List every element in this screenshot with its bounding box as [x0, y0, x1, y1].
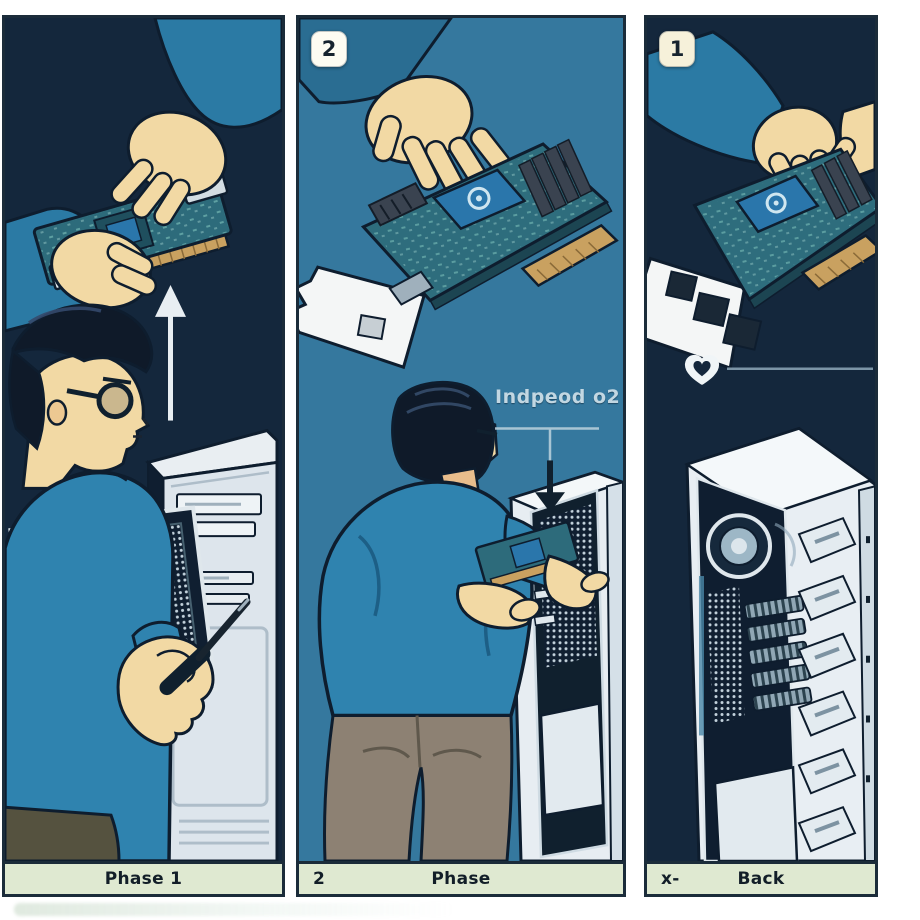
glasses-icon [66, 382, 134, 420]
upper-hand [364, 75, 511, 195]
illustration-install-card-phase-1 [5, 18, 282, 861]
gold-edge-connector [520, 223, 619, 288]
callout-lines [495, 427, 599, 463]
caption-bar-phase-2: 2 Phase [299, 861, 623, 894]
annotation-label: Indpeod o2 [495, 386, 621, 408]
heatsink-small [367, 181, 429, 227]
mounting-bracket [299, 265, 426, 370]
panel-phase-2: 2 [296, 15, 626, 897]
case-fan [706, 513, 796, 580]
card-in-hands [474, 521, 580, 589]
down-arrow-icon [535, 460, 565, 513]
scene-phase-3 [647, 18, 875, 861]
right-hand [110, 110, 228, 227]
mounting-bracket [647, 256, 763, 370]
scene-phase-2 [299, 18, 623, 861]
screwdriver-icon [159, 598, 251, 696]
gold-edge-connector [800, 234, 875, 291]
right-hand [543, 554, 610, 611]
chip-logo-glyph [765, 192, 787, 214]
case-mesh [707, 585, 745, 726]
up-arrow-icon [155, 285, 186, 421]
person-side-profile [5, 303, 187, 861]
gpu-chip [734, 174, 820, 234]
ear [46, 399, 68, 426]
person-back-view [317, 380, 610, 861]
expansion-card [299, 138, 619, 370]
step-badge: 2 [311, 31, 347, 67]
caption-left-label: x- [661, 869, 680, 889]
pc-case-rear [684, 426, 875, 861]
right-arm-sleeve [153, 18, 282, 129]
hair [11, 303, 154, 374]
panel-phase-1: Phase 1 [2, 15, 285, 897]
step-badge: 1 [659, 31, 695, 67]
psu-box [713, 765, 799, 861]
drive-bays [797, 516, 857, 853]
gpu-chip [431, 168, 527, 231]
illustration-install-card-phase-2 [299, 18, 623, 861]
left-hand [456, 581, 541, 630]
scene-phase-1 [5, 18, 282, 861]
display-port [692, 291, 731, 328]
caption-bar-phase-3: x- Back [647, 861, 875, 894]
chip-logo-glyph [467, 186, 491, 210]
display-port [664, 270, 699, 302]
heatsink-fins [517, 138, 593, 218]
illustration-case-rear-phase-3 [647, 18, 875, 861]
t-shirt [5, 470, 175, 861]
caption-bar-phase-1: Phase 1 [5, 861, 282, 894]
panel-phase-3: 1 [644, 15, 878, 897]
display-port [722, 313, 763, 351]
caption-center-label: Phase [431, 869, 491, 889]
caption-left-label: 2 [313, 869, 326, 889]
heart-icon [684, 354, 720, 385]
faint-smudge [14, 903, 454, 916]
case-edge-screws [857, 485, 875, 861]
hand-with-screwdriver [116, 598, 251, 747]
vent-lines [179, 819, 269, 845]
pants [5, 805, 121, 861]
hair [391, 380, 495, 485]
caption-center-label: Back [737, 869, 785, 889]
caption-center-label: Phase 1 [104, 869, 183, 889]
glasses-arm [476, 428, 498, 437]
psu-box [539, 702, 605, 817]
heatsink-fins [810, 149, 873, 220]
pci-slot-covers [743, 595, 813, 712]
expansion-card [647, 147, 875, 370]
